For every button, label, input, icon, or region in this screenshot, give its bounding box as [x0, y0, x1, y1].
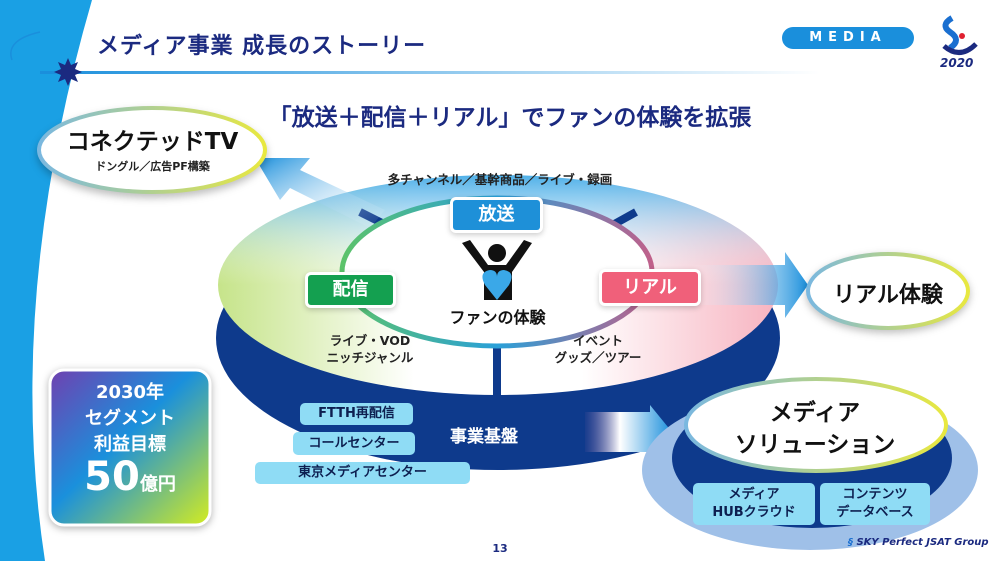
- real-desc-1: イベント: [572, 333, 623, 348]
- company-logo-icon: [942, 15, 978, 55]
- media-hub-2: HUBクラウド: [712, 505, 796, 520]
- media-solution-title-1: メディア: [769, 400, 861, 426]
- broadcast-caption: 多チャンネル／基幹商品／ライブ・録画: [387, 172, 613, 187]
- logo-year: 2020: [940, 56, 974, 70]
- foundation-item: 東京メディアセンター: [255, 462, 470, 484]
- content-db-1: コンテンツ: [842, 487, 908, 502]
- target-value: 50: [84, 454, 140, 500]
- left-band: [0, 0, 92, 561]
- target-line: 2030年: [95, 382, 165, 403]
- target-line: 利益目標: [94, 434, 166, 455]
- streaming-tag: 配信: [308, 275, 393, 305]
- streaming-desc-1: ライブ・VOD: [329, 333, 411, 348]
- streaming-desc-2: ニッチジャンル: [326, 350, 414, 365]
- real-desc-2: グッズ／ツアー: [554, 350, 642, 365]
- company-footer: § SKY Perfect JSAT Group: [848, 537, 989, 548]
- foundation-label: 事業基盤: [450, 427, 518, 447]
- media-hub-1: メディア: [728, 487, 780, 502]
- connected-tv-title: コネクテッドTV: [66, 129, 239, 155]
- subtitle: 「放送＋配信＋リアル」でファンの体験を拡張: [268, 105, 752, 131]
- page-number: 13: [492, 542, 508, 555]
- arrow-to-connected-tv: [255, 158, 385, 228]
- company-name: SKY Perfect JSAT Group: [856, 537, 989, 548]
- page-title: メディア事業 成長のストーリー: [97, 34, 427, 59]
- broadcast-tag: 放送: [453, 200, 540, 230]
- connected-tv-sub: ドングル／広告PF構築: [95, 160, 210, 173]
- starburst-icon: [54, 58, 82, 86]
- real-experience-label: リアル体験: [833, 283, 943, 308]
- content-db-2: データベース: [836, 505, 914, 520]
- target-unit: 億円: [139, 474, 176, 495]
- target-line: セグメント: [85, 408, 175, 429]
- foundation-item: FTTH再配信: [300, 403, 413, 425]
- media-solution-title-2: ソリューション: [734, 432, 896, 458]
- foundation-item: コールセンター: [293, 432, 415, 455]
- arrow-to-real-experience: [690, 252, 808, 318]
- fan-person-heart-icon: [462, 240, 532, 300]
- media-badge: MEDIA: [782, 27, 914, 49]
- real-tag: リアル: [602, 272, 698, 303]
- fan-experience-label: ファンの体験: [449, 308, 546, 327]
